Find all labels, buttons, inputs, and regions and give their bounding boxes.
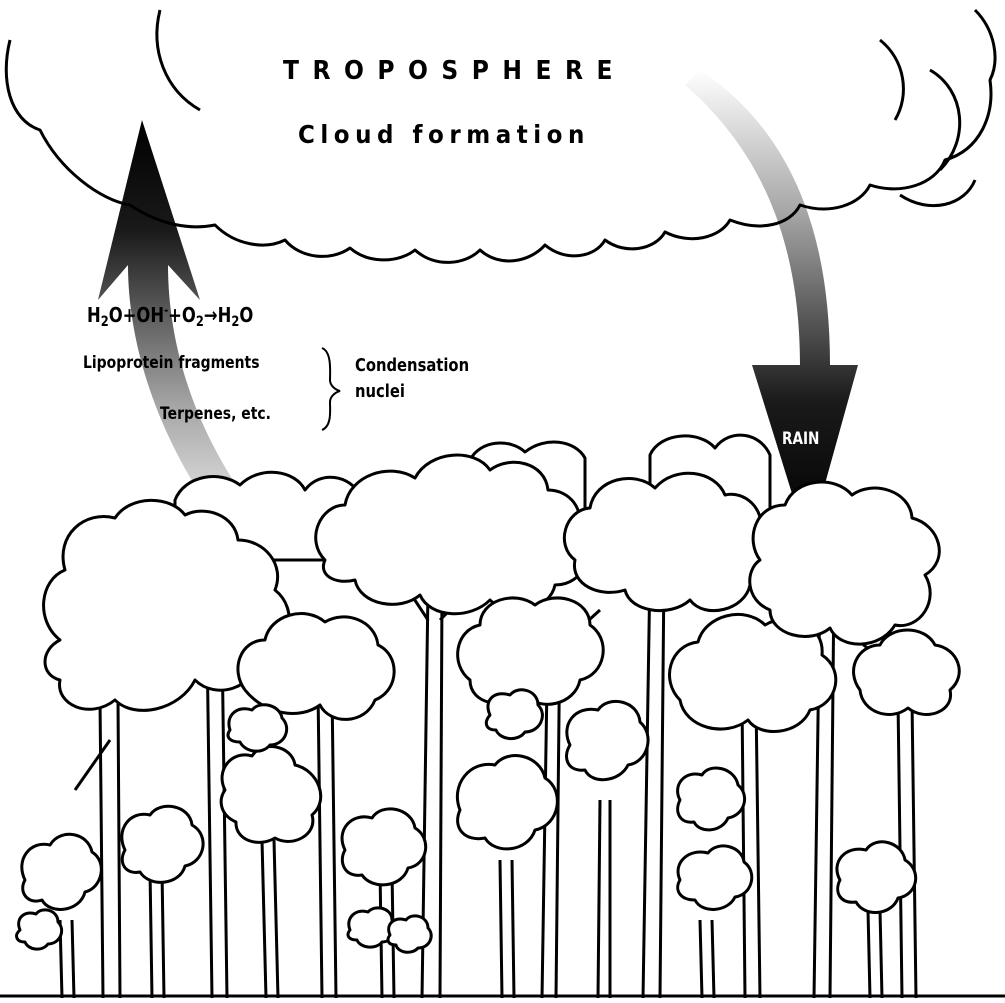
- eq-o-a: O+OH: [109, 303, 164, 327]
- condensation-line2: nuclei: [355, 379, 469, 405]
- eq-plus-o: +O: [168, 303, 196, 327]
- brace: [322, 348, 340, 430]
- eq-h-a: H: [87, 303, 101, 327]
- cloud-formation-subtitle: Cloud formation: [298, 120, 590, 149]
- troposphere-title: TROPOSPHERE: [283, 56, 626, 86]
- eq-o-c: O: [239, 303, 253, 327]
- terpenes-label: Terpenes, etc.: [160, 404, 271, 424]
- eq-sub-a: 2: [101, 314, 109, 330]
- rain-label: RAIN: [782, 429, 819, 449]
- chemical-equation: H2O+OH-+O2→H2O: [87, 303, 253, 330]
- eq-arrow: →H: [204, 303, 231, 327]
- eq-sub-b: 2: [196, 314, 204, 330]
- lipoprotein-label: Lipoprotein fragments: [83, 353, 260, 373]
- condensation-line1: Condensation: [355, 353, 469, 379]
- eq-sub-c: 2: [231, 314, 239, 330]
- condensation-nuclei-label: Condensation nuclei: [355, 353, 469, 405]
